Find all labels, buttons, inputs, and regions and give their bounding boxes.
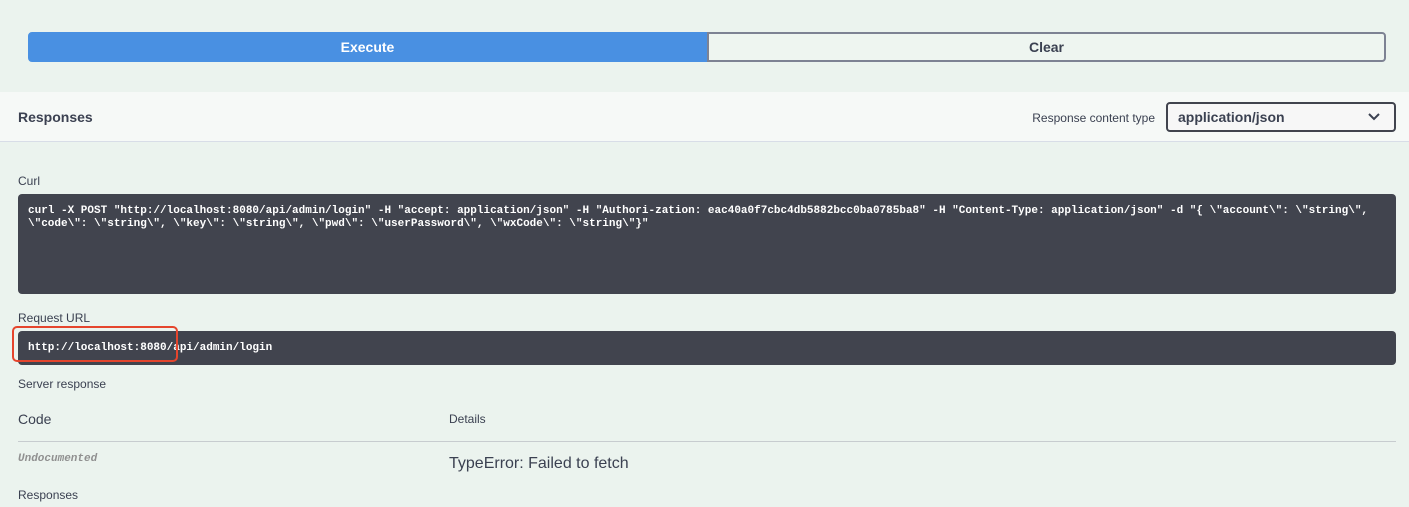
curl-command-box: curl -X POST "http://localhost:8080/api/… [18,194,1396,294]
request-url-box: http://localhost:8080/api/admin/login [18,331,1396,365]
response-content-type-value: application/json [1178,109,1285,125]
request-url-label: Request URL [18,311,91,325]
response-code-cell: Undocumented [18,453,98,465]
server-response-label: Server response [18,377,107,391]
column-header-code: Code [18,411,52,427]
responses-header: Responses Response content type applicat… [0,92,1409,142]
response-table-header: Code Details [18,404,1396,442]
execute-button[interactable]: Execute [28,32,707,62]
highlight-box [12,326,178,362]
chevron-down-icon [1368,113,1380,121]
execute-button-group: Execute Clear [28,32,1386,62]
execute-wrapper: Execute Clear [0,0,1409,92]
clear-button[interactable]: Clear [707,32,1386,62]
responses-title: Responses [18,109,93,125]
response-content-type-select[interactable]: application/json [1166,102,1396,132]
responses-section-label: Responses [18,488,79,502]
column-header-details: Details [449,412,486,426]
curl-label: Curl [18,174,41,188]
response-details-cell: TypeError: Failed to fetch [449,455,629,472]
response-content-type-label: Response content type [1032,111,1155,125]
